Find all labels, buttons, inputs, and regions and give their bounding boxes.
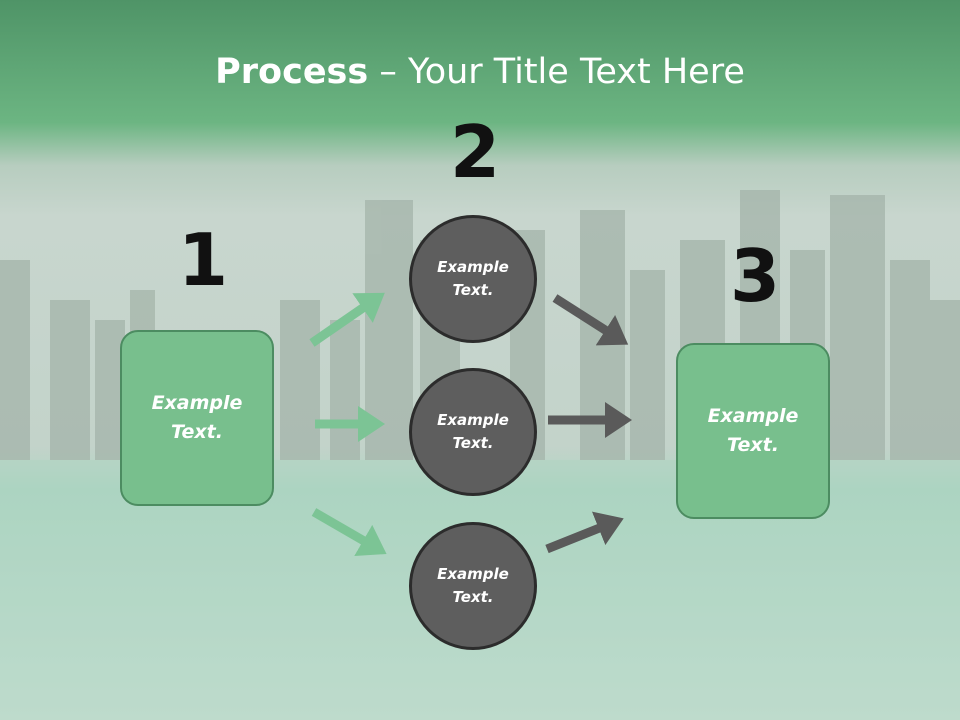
step-1-text: Example Text.: [151, 392, 243, 443]
step-number-2: 2: [450, 110, 501, 194]
step-2-circle-middle-text: Example Text.: [437, 411, 509, 452]
slide-title: Process – Your Title Text Here: [0, 52, 960, 92]
step-2-circle-middle[interactable]: Example Text.: [409, 368, 537, 496]
arrow-2-top-to-3: [552, 294, 629, 346]
step-2-circle-bottom-text: Example Text.: [437, 565, 509, 606]
title-bold: Process: [215, 52, 369, 92]
step-2-circle-bottom[interactable]: Example Text.: [409, 522, 537, 650]
step-1-box[interactable]: Example Text.: [120, 330, 274, 506]
step-number-3: 3: [730, 234, 781, 318]
step-3-box[interactable]: Example Text.: [676, 343, 830, 519]
step-number-1: 1: [178, 218, 229, 302]
arrow-1-to-2-top: [309, 292, 385, 347]
arrow-2-bottom-to-3: [545, 511, 624, 554]
title-rest: – Your Title Text Here: [368, 52, 745, 92]
step-2-circle-top-text: Example Text.: [437, 258, 509, 299]
step-3-text: Example Text.: [707, 405, 799, 456]
arrow-1-to-2-bottom: [311, 508, 387, 557]
step-2-circle-top[interactable]: Example Text.: [409, 215, 537, 343]
